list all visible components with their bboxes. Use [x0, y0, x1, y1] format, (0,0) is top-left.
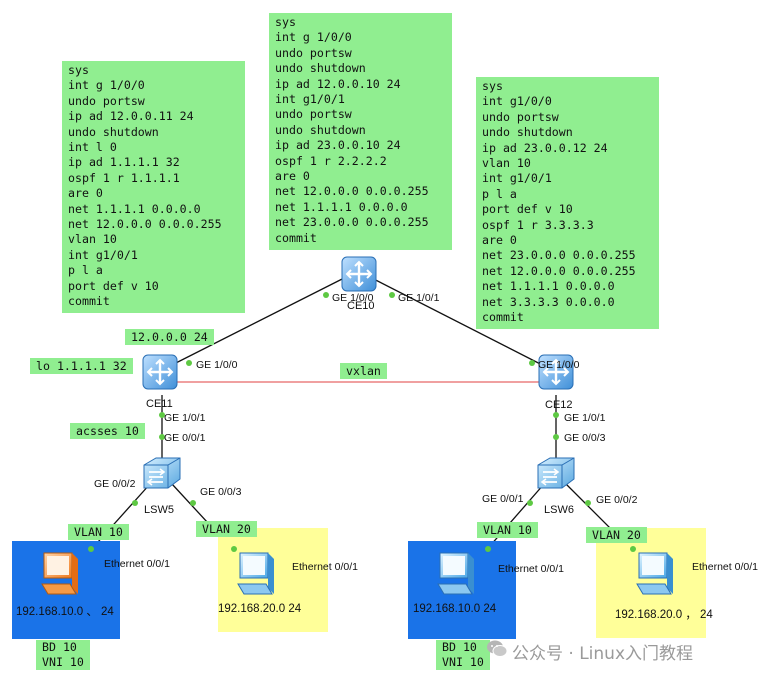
ce11-config: sys int g 1/0/0 undo portsw ip ad 12.0.0… [62, 61, 245, 313]
vlan10-left-label: VLAN 10 [68, 524, 129, 540]
device-name-ce12: CE12 [545, 399, 573, 411]
vlan20-left-label: VLAN 20 [196, 521, 257, 537]
port-label: GE 1/0/1 [164, 412, 206, 424]
port-label: GE 0/0/2 [94, 478, 136, 490]
vlan20-zone-right [596, 528, 706, 638]
port-dot [88, 546, 94, 552]
router-ce10-icon[interactable] [339, 254, 381, 294]
pc4-computer-icon[interactable] [633, 550, 679, 600]
switch-lsw5-icon[interactable] [140, 455, 184, 491]
port-label: GE 0/0/1 [164, 432, 206, 444]
link-ce11-ce10 [161, 271, 357, 371]
wechat-icon [487, 640, 508, 657]
router-ce11-icon[interactable] [140, 352, 182, 392]
access-label: acsses 10 [70, 423, 145, 439]
port-dot [190, 500, 196, 506]
host-ip-pc1: 192.168.10.0 、 24 [16, 606, 114, 618]
host-ip-pc3: 192.168.10.0 24 [413, 603, 497, 615]
port-dot [231, 546, 237, 552]
port-dot [529, 360, 535, 366]
port-label: GE 0/0/3 [564, 432, 606, 444]
vxlan-label: vxlan [340, 363, 387, 379]
port-label: Ethernet 0/0/1 [104, 558, 170, 570]
port-label: GE 0/0/2 [596, 494, 638, 506]
port-label: GE 0/0/1 [482, 493, 524, 505]
link-ce10-ce12 [359, 271, 557, 373]
bd-vni-left-label: BD 10 VNI 10 [36, 640, 90, 670]
host-ip-pc4: 192.168.20.0 ， 24 [615, 609, 713, 621]
pc2-computer-icon[interactable] [234, 550, 280, 600]
loopback-label: lo 1.1.1.1 32 [30, 358, 133, 374]
port-label: Ethernet 0/0/1 [498, 563, 564, 575]
port-label: GE 1/0/0 [538, 359, 580, 371]
port-dot [485, 546, 491, 552]
watermark: 公众号 · Linux入门教程 [512, 644, 694, 664]
device-name-ce10: CE10 [347, 300, 375, 312]
device-name-ce11: CE11 [146, 398, 173, 410]
port-dot [630, 546, 636, 552]
port-label: GE 0/0/3 [200, 486, 242, 498]
ce10-config: sys int g 1/0/0 undo portsw undo shutdow… [269, 13, 452, 250]
port-label: GE 1/0/0 [196, 359, 238, 371]
pc3-computer-icon[interactable] [434, 550, 480, 600]
ce12-config: sys int g1/0/0 undo portsw undo shutdown… [476, 77, 659, 329]
port-dot [132, 500, 138, 506]
device-name-lsw5: LSW5 [144, 504, 174, 516]
port-dot [159, 412, 165, 418]
port-dot [186, 360, 192, 366]
port-dot [553, 434, 559, 440]
router-ce12-icon[interactable] [536, 352, 578, 392]
device-name-lsw6: LSW6 [544, 504, 574, 516]
pc1-computer-icon[interactable] [38, 550, 84, 600]
port-dot [553, 412, 559, 418]
port-label: GE 1/0/1 [398, 292, 440, 304]
port-label: GE 1/0/0 [332, 292, 374, 304]
port-dot [585, 500, 591, 506]
port-dot [323, 292, 329, 298]
bd-vni-right-label: BD 10 VNI 10 [436, 640, 490, 670]
port-dot [389, 292, 395, 298]
port-dot [527, 500, 533, 506]
vlan20-right-label: VLAN 20 [586, 527, 647, 543]
port-label: GE 1/0/1 [564, 412, 606, 424]
host-ip-pc2: 192.168.20.0 24 [218, 603, 302, 615]
net12-label: 12.0.0.0 24 [125, 329, 214, 345]
port-label: Ethernet 0/0/1 [692, 561, 758, 573]
switch-lsw6-icon[interactable] [534, 455, 578, 491]
port-dot [159, 434, 165, 440]
port-label: Ethernet 0/0/1 [292, 561, 358, 573]
vlan10-right-label: VLAN 10 [477, 522, 538, 538]
